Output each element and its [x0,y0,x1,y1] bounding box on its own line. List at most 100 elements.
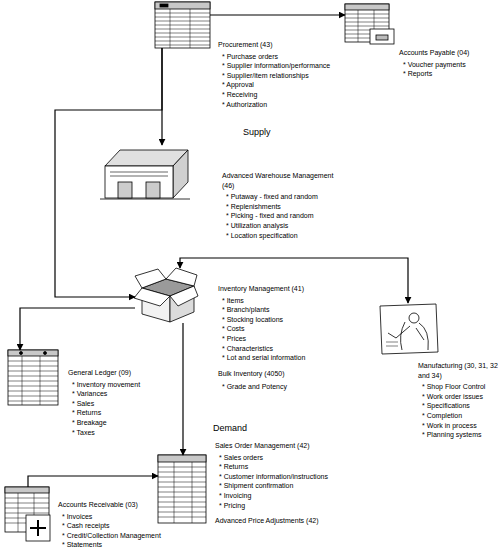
ledger-grid [345,10,389,42]
box-flap [166,268,197,286]
feature-bullet: * Invoicing [215,491,365,501]
module-heading: Bulk Inventory (4050) [218,369,348,379]
receivable-icon [5,487,50,541]
feature-bullet: * Reports [399,69,494,79]
box-flap [134,288,170,306]
feature-bullet: * Branch/plants [218,305,348,315]
calculator-box [26,515,50,541]
form-tab [160,4,168,7]
feature-bullet: * Shop Floor Control [418,382,498,392]
module-heading: Advanced Warehouse Management (46) [222,171,342,190]
inventory-icon [134,268,198,322]
flow-arrow [55,48,162,297]
form-grid [155,9,210,48]
ledger-sheet [8,350,58,405]
module-text: Manufacturing (30, 31, 32 and 34) * Shop … [418,361,498,440]
module-node: Accounts Payable (04)* Voucher payments*… [345,4,395,46]
plus-sign [30,520,46,536]
drawing-lines [386,342,398,346]
feature-bullet: * Lot and serial information [218,353,348,363]
form-grid [158,462,206,523]
feature-bullet: * Specifications [418,401,498,411]
feature-bullet: * Shipment confirmation [215,481,365,491]
voucher-slot [376,35,388,40]
feature-bullet: * Voucher payments [399,60,494,70]
flow-label: Demand [213,423,247,433]
box-flap [135,269,166,288]
payable-icon [345,4,394,44]
ledger-header [345,4,389,10]
module-node: Advanced Warehouse Management (46)* Puta… [100,145,190,200]
warehouse-door [118,182,132,198]
feature-bullet: * Replenishments [222,202,342,212]
module-heading: Accounts Payable (04) [399,48,494,58]
flow-arrow [180,258,408,303]
feature-bullet: * Cash receipts [58,521,178,531]
feature-bullet: * Location specification [222,231,342,241]
feature-bullet: * Prices [218,334,348,344]
feature-bullet: * Returns [215,462,365,472]
module-text: Procurement (43)* Purchase orders* Suppl… [218,40,358,109]
module-heading: Procurement (43) [218,40,358,50]
module-heading: Manufacturing (30, 31, 32 and 34) [418,361,498,380]
feature-bullet: * Grade and Potency [218,382,348,392]
feature-bullet: * Sales orders [215,453,365,463]
sales-icon [158,455,206,523]
module-heading: General Ledger (09) [68,368,178,378]
feature-bullet: * Pricing [215,501,365,511]
module-heading: Accounts Receivable (03) [58,500,178,510]
module-text: Inventory Management (41) * Items* Branch… [218,284,348,392]
feature-bullet: * Stocking locations [218,315,348,325]
feature-bullet: * Variances [68,389,178,399]
ledger-icon [8,350,58,405]
feature-bullet: * Utilization analysis [222,221,342,231]
warehouse-windows [110,172,168,176]
module-node: Procurement (43)* Purchase orders* Suppl… [155,2,210,48]
drawing-frame [380,304,438,354]
ledger-header [5,487,49,493]
feature-bullet: * Invoices [58,512,178,522]
ledger-dot [20,352,23,355]
warehouse-front [105,166,173,198]
feature-bullet: * Sales [68,399,178,409]
module-text: Accounts Payable (04) * Voucher payments*… [399,48,494,79]
feature-bullet: * Returns [68,408,178,418]
feature-bullet: * Taxes [68,428,178,438]
feature-bullet: * Customer information/instructions [215,472,365,482]
feature-bullet: * Costs [218,324,348,334]
feature-bullet: * Work order issues [418,392,498,402]
ledger-header [8,350,58,356]
module-node: Manufacturing (30, 31, 32 and 34)* Shop … [378,303,440,355]
module-heading: Sales Order Management (42) [215,441,365,451]
feature-bullet: * Supplier/item relationships [218,71,358,81]
feature-bullet: * Completion [418,411,498,421]
module-node: Accounts Receivable (03)* Invoices* Cash… [5,487,53,542]
ledger-dot [44,352,47,355]
feature-bullet: * Supplier information/performance [218,61,358,71]
box-flap [170,286,198,306]
feature-bullet: * Characteristics [218,344,348,354]
module-node: Sales Order Management (42)* Sales order… [158,455,206,523]
feature-bullet: * Purchase orders [218,52,358,62]
warehouse-side [173,150,188,198]
module-heading: Advanced Price Adjustments (42) [215,516,365,526]
voucher-card [370,29,394,44]
module-text: Sales Order Management (42) * Sales order… [215,441,365,530]
feature-bullet: * Planning systems [418,430,498,440]
form-header [155,2,210,9]
form-sheet [155,2,210,48]
feature-bullet: * Items [218,296,348,306]
form-sheet [158,455,206,523]
feature-bullet: * Putaway - fixed and random [222,192,342,202]
flow-arrow [28,476,158,487]
feature-bullet: * Receiving [218,90,358,100]
module-heading: Inventory Management (41) [218,284,348,294]
worker-head [409,313,419,323]
flow-arrow [20,308,135,350]
module-text: Advanced Warehouse Management (46) * Puta… [222,171,342,240]
feature-bullet: * Picking - fixed and random [222,211,342,221]
feature-bullet: * Approval [218,80,358,90]
form-header [158,455,206,462]
feature-bullet: * Statements [58,540,178,550]
ground-line [100,199,190,200]
